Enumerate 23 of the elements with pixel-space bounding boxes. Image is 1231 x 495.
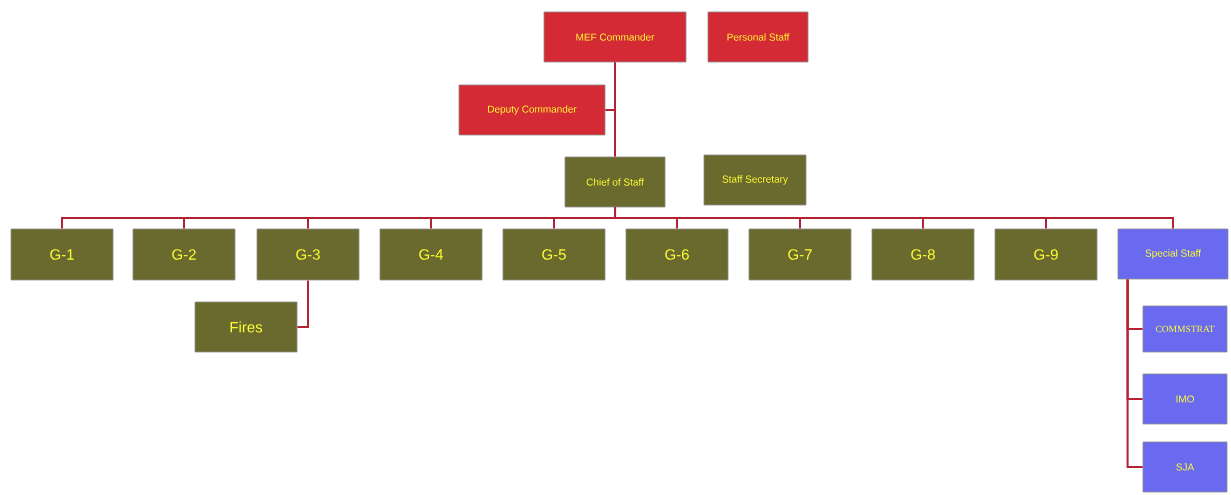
connector-line	[614, 61, 616, 158]
org-box: Chief of Staff	[564, 156, 666, 208]
connector-line	[614, 206, 1174, 230]
org-box: G-8	[871, 228, 975, 281]
org-box: Special Staff	[1117, 228, 1229, 280]
org-box: Personal Staff	[707, 11, 809, 63]
org-box: Deputy Commander	[458, 84, 606, 136]
org-box: G-3	[256, 228, 360, 281]
connector-line	[296, 279, 309, 328]
connector-line	[1126, 278, 1144, 468]
org-box: IMO	[1142, 373, 1228, 425]
org-box: SJA	[1142, 441, 1228, 493]
org-box: G-5	[502, 228, 606, 281]
org-box: G-2	[132, 228, 236, 281]
org-box: G-4	[379, 228, 483, 281]
org-box: COMMSTRAT	[1142, 305, 1228, 353]
org-box: G-9	[994, 228, 1098, 281]
org-box: Staff Secretary	[703, 154, 807, 206]
org-box: G-1	[10, 228, 114, 281]
org-box: Fires	[194, 301, 298, 353]
org-box: MEF Commander	[543, 11, 687, 63]
org-box: G-6	[625, 228, 729, 281]
org-box: G-7	[748, 228, 852, 281]
